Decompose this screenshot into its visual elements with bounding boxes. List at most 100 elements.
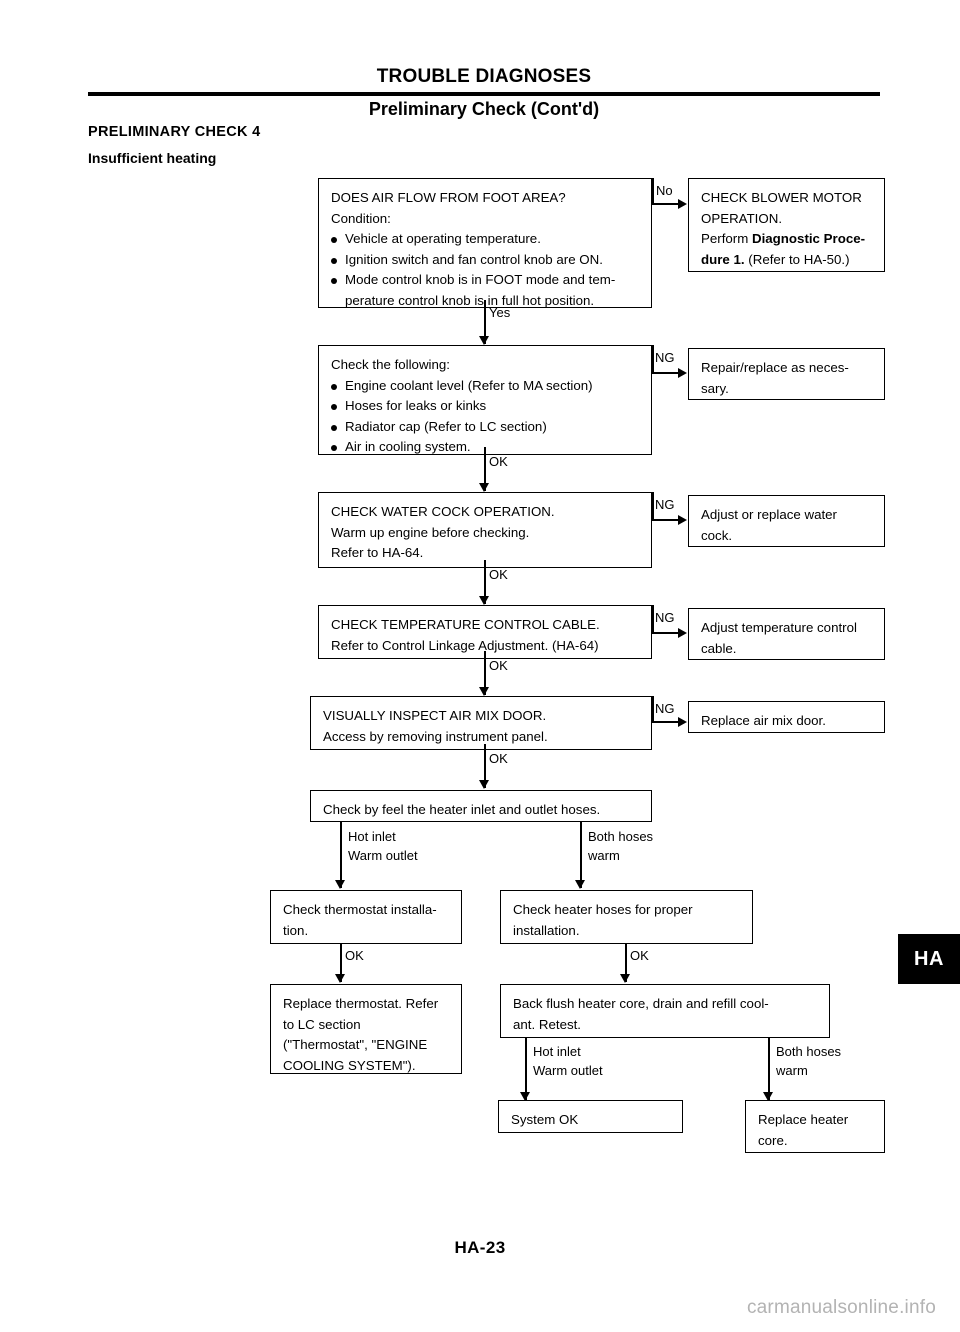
arrow-to-replace-heater-core [763, 1092, 773, 1101]
arrow-box4-to-adjust-cable [678, 628, 687, 638]
box6-line1: Check by feel the heater inlet and outle… [323, 802, 601, 817]
flow-box-adjust-temperature-control-cable: Adjust temperature control cable. [688, 608, 885, 660]
arrow-box1-to-blower [678, 199, 687, 209]
flow-box-system-ok: System OK [498, 1100, 683, 1133]
edge-label-ng-2: NG [655, 350, 675, 365]
box1out-line3-bold: Diagnostic Proce- [751, 231, 866, 246]
box3out-line2: cock. [701, 527, 733, 543]
connector-box2-ng-horizontal [652, 372, 680, 374]
box2-bullet2: Hoses for leaks or kinks [331, 396, 639, 417]
flow-box-replace-thermostat: Replace thermostat. Refer to LC section … [270, 984, 462, 1074]
connector-box5-ng-horizontal [652, 721, 680, 723]
arrow-box5-to-replace-door [678, 717, 687, 727]
flow-box-does-air-flow: DOES AIR FLOW FROM FOOT AREA? Condition:… [318, 178, 652, 308]
edge-label-ng-3: NG [655, 497, 675, 512]
flow-box-replace-air-mix-door: Replace air mix door. [688, 701, 885, 733]
edge-label-ng-5: NG [655, 701, 675, 716]
connector-box4-ng-vertical [652, 605, 654, 633]
document-title: TROUBLE DIAGNOSES [376, 66, 592, 87]
box7left-line1: Check thermostat installa- [283, 902, 437, 917]
box5out-line1: Replace air mix door. [701, 713, 826, 728]
flow-box-replace-heater-core: Replace heater core. [745, 1100, 885, 1153]
arrow-box2-to-box3 [479, 483, 489, 492]
edge-label-hot-inlet-2: Hot inlet Warm outlet [533, 1042, 603, 1080]
connector-box1-yes [484, 300, 486, 344]
warm-text-1: warm [588, 848, 620, 863]
connector-box3-ok [484, 560, 486, 604]
arrow-box3-to-box4 [479, 596, 489, 605]
box1out-line3-pre: Perform [701, 231, 752, 246]
flow-box-repair-replace: Repair/replace as neces- sary. [688, 348, 885, 400]
box1out-line3: Perform Diagnostic Proce- [701, 229, 872, 250]
arrow-box2-to-repair [678, 368, 687, 378]
box3out-line1: Adjust or replace water [701, 507, 837, 522]
edge-label-hot-inlet-1: Hot inlet Warm outlet [348, 827, 418, 865]
box2-bullet3: Radiator cap (Refer to LC section) [331, 417, 639, 438]
box1-bullet3: Mode control knob is in FOOT mode and te… [331, 270, 639, 291]
section-tab-ha: HA [898, 934, 960, 984]
box4-line2: Refer to Control Linkage Adjustment. (HA… [331, 637, 599, 653]
connector-box5-ng-vertical [652, 696, 654, 722]
box1-bullet3-cont: perature control knob is in full hot pos… [345, 292, 595, 308]
arrow-box7left-to-box8left [335, 974, 345, 983]
connector-box2-ng-vertical [652, 345, 654, 373]
edge-label-ok-3: OK [489, 567, 508, 582]
edge-label-ok-2: OK [489, 454, 508, 469]
document-subtitle: Preliminary Check (Cont'd) [368, 99, 600, 119]
warm-text-2: warm [776, 1063, 808, 1078]
edge-label-both-hoses-2: Both hoses warm [776, 1042, 841, 1080]
warm-outlet-text-1: Warm outlet [348, 848, 418, 863]
both-hoses-text-2: Both hoses [776, 1044, 842, 1059]
connector-box7right-ok [625, 944, 627, 982]
connector-box6-right-branch [580, 822, 582, 888]
box2-bullet4: Air in cooling system. [331, 437, 639, 458]
flow-box-adjust-replace-water-cock: Adjust or replace water cock. [688, 495, 885, 547]
box1-bullet2: Ignition switch and fan control knob are… [331, 250, 639, 271]
flow-box-check-heater-hoses-installation: Check heater hoses for proper installati… [500, 890, 753, 944]
edge-label-yes: Yes [489, 305, 511, 320]
box8left-line1: Replace thermostat. Refer [283, 996, 439, 1011]
edge-label-both-hoses-1: Both hoses warm [588, 827, 653, 865]
page-number: HA-23 [454, 1238, 506, 1257]
watermark: carmanualsonline.info [746, 1297, 936, 1318]
connector-box4-ng-horizontal [652, 632, 680, 634]
edge-label-no-1: No [656, 183, 673, 198]
hot-inlet-text-1: Hot inlet [348, 829, 396, 844]
box1out-line1: CHECK BLOWER MOTOR [701, 190, 862, 205]
box7right-line1: Check heater hoses for proper [513, 902, 693, 917]
edge-label-ok-7-left: OK [345, 948, 364, 963]
flow-box-check-blower-motor: CHECK BLOWER MOTOR OPERATION. Perform Di… [688, 178, 885, 272]
box8left-line3: ("Thermostat", "ENGINE [283, 1037, 428, 1052]
box2out-line2: sary. [701, 380, 729, 396]
connector-box8right-left-branch [525, 1038, 527, 1100]
section-heading: PRELIMINARY CHECK 4 [88, 124, 261, 140]
flow-box-visually-inspect-air-mix-door: VISUALLY INSPECT AIR MIX DOOR. Access by… [310, 696, 652, 750]
box8left-line2: to LC section [283, 1016, 361, 1032]
connector-box7left-ok [340, 944, 342, 982]
box2out-line1: Repair/replace as neces- [701, 360, 849, 375]
edge-label-ng-4: NG [655, 610, 675, 625]
connector-box5-ok [484, 744, 486, 788]
arrow-box7right-to-box8right [620, 974, 630, 983]
box2-line1: Check the following: [331, 357, 450, 372]
box9right-line2: core. [758, 1132, 788, 1148]
hot-inlet-text-2: Hot inlet [533, 1044, 581, 1059]
box3-line1: CHECK WATER COCK OPERATION. [331, 504, 555, 519]
warm-outlet-text-2: Warm outlet [533, 1063, 603, 1078]
connector-box4-ok [484, 651, 486, 695]
edge-label-ok-5: OK [489, 751, 508, 766]
arrow-box1-to-box2 [479, 336, 489, 345]
flow-box-back-flush-heater-core: Back flush heater core, drain and refill… [500, 984, 830, 1038]
connector-box2-ok [484, 447, 486, 491]
section-subheading: Insufficient heating [88, 150, 217, 166]
connector-box3-ng-horizontal [652, 519, 680, 521]
arrow-to-system-ok [520, 1092, 530, 1101]
flow-box-check-the-following: Check the following: Engine coolant leve… [318, 345, 652, 455]
box5-line1: VISUALLY INSPECT AIR MIX DOOR. [323, 708, 547, 723]
box7left-line2: tion. [283, 922, 309, 938]
box4out-line2: cable. [701, 640, 737, 656]
box3-line2: Warm up engine before checking. [331, 524, 530, 540]
flow-box-check-thermostat-installation: Check thermostat installa- tion. [270, 890, 462, 944]
box9right-line1: Replace heater [758, 1112, 849, 1127]
